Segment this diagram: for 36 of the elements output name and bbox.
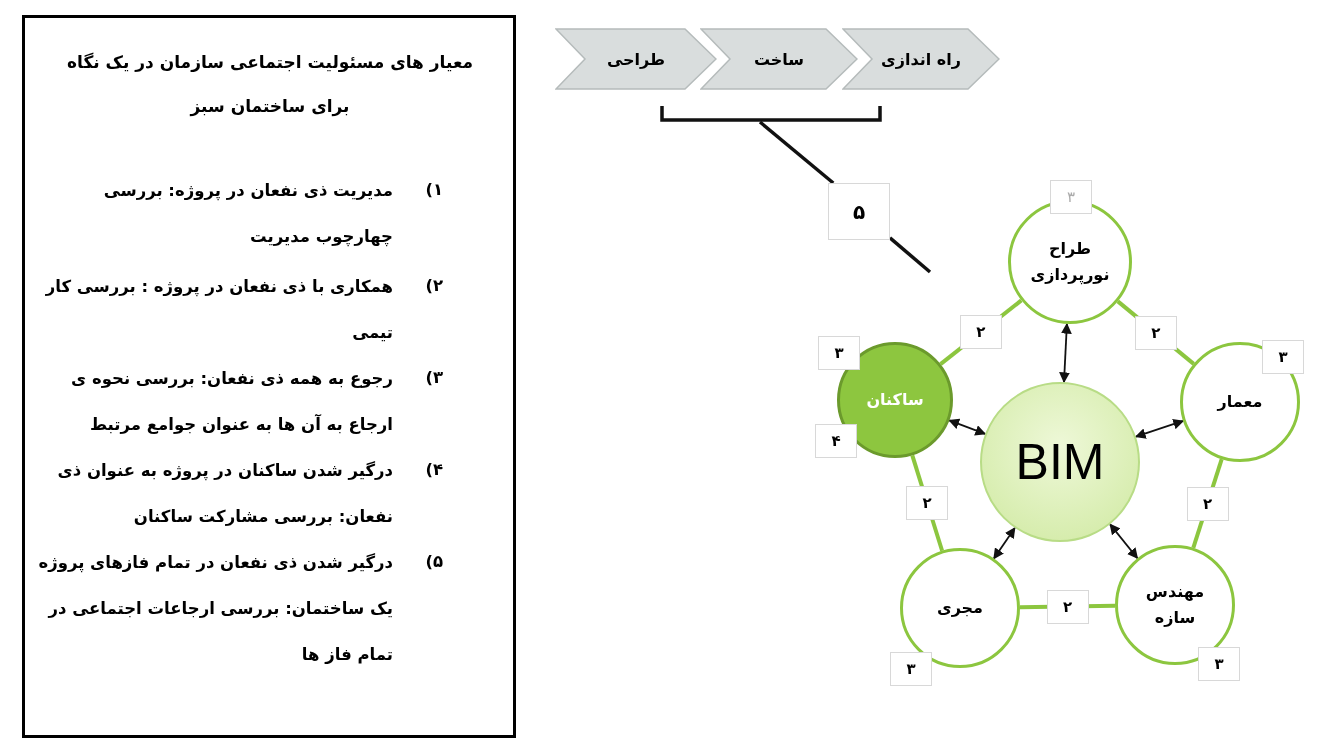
text-panel [22, 15, 516, 738]
core-circle: BIM [980, 382, 1140, 542]
number-tag: ۴ [815, 424, 857, 458]
list-number: ۱) [425, 180, 443, 199]
connector-line [758, 120, 835, 185]
chevron-step: طراحی [555, 28, 717, 90]
chevron-step: راه اندازی [842, 28, 1000, 90]
chevron-step: ساخت [700, 28, 858, 90]
double-arrow [948, 418, 987, 436]
list-number: ۳) [425, 368, 443, 387]
number-tag: ۳ [1198, 647, 1240, 681]
number-tag: ۳ [818, 336, 860, 370]
panel-title: معیار های مسئولیت اجتماعی سازمان در یک نگاه برای ساختمان سبز [65, 51, 475, 119]
double-arrow [993, 527, 1016, 560]
edge-label: ۲ [906, 486, 949, 521]
list-item: رجوع به همه ذی نفعان: بررسی نحوه ی ارجاع به آن ها به عنوان جوامع مرتبط [70, 368, 393, 436]
list-number: ۲) [425, 276, 443, 295]
number-box: ۵ [828, 183, 890, 240]
edge-label: ۲ [959, 315, 1002, 350]
number-tag: ۳ [890, 652, 932, 686]
double-arrow [1059, 322, 1072, 384]
list-item: همکاری با ذی نفعان در پروژه : بررسی کار تیمی [44, 276, 393, 344]
connector-line [888, 236, 932, 274]
edge-label: ۲ [1186, 486, 1229, 521]
list-item: مدیریت ذی نفعان در پروژه: بررسی چهارچوب مدیریت [102, 180, 393, 249]
double-arrow [1109, 523, 1139, 560]
double-arrow [1134, 418, 1185, 439]
number-tag: ۳ [1262, 340, 1304, 374]
number-tag: ۳ [1050, 180, 1092, 214]
edge-label: ۲ [1134, 315, 1177, 350]
list-item: درگیر شدن ساکنان در پروژه به عنوان ذی نفعان: بررسی مشارکت ساکنان [56, 460, 393, 528]
bracket [660, 106, 882, 122]
list-number: ۴) [425, 460, 443, 479]
list-number: ۵) [425, 552, 443, 571]
list-item: درگیر شدن ذی نفعان در تمام فازهای پروژه یک ساختمان: بررسی ارجاعات اجتماعی در تمام فاز ها [37, 552, 393, 666]
edge-label: ۲ [1046, 589, 1089, 624]
